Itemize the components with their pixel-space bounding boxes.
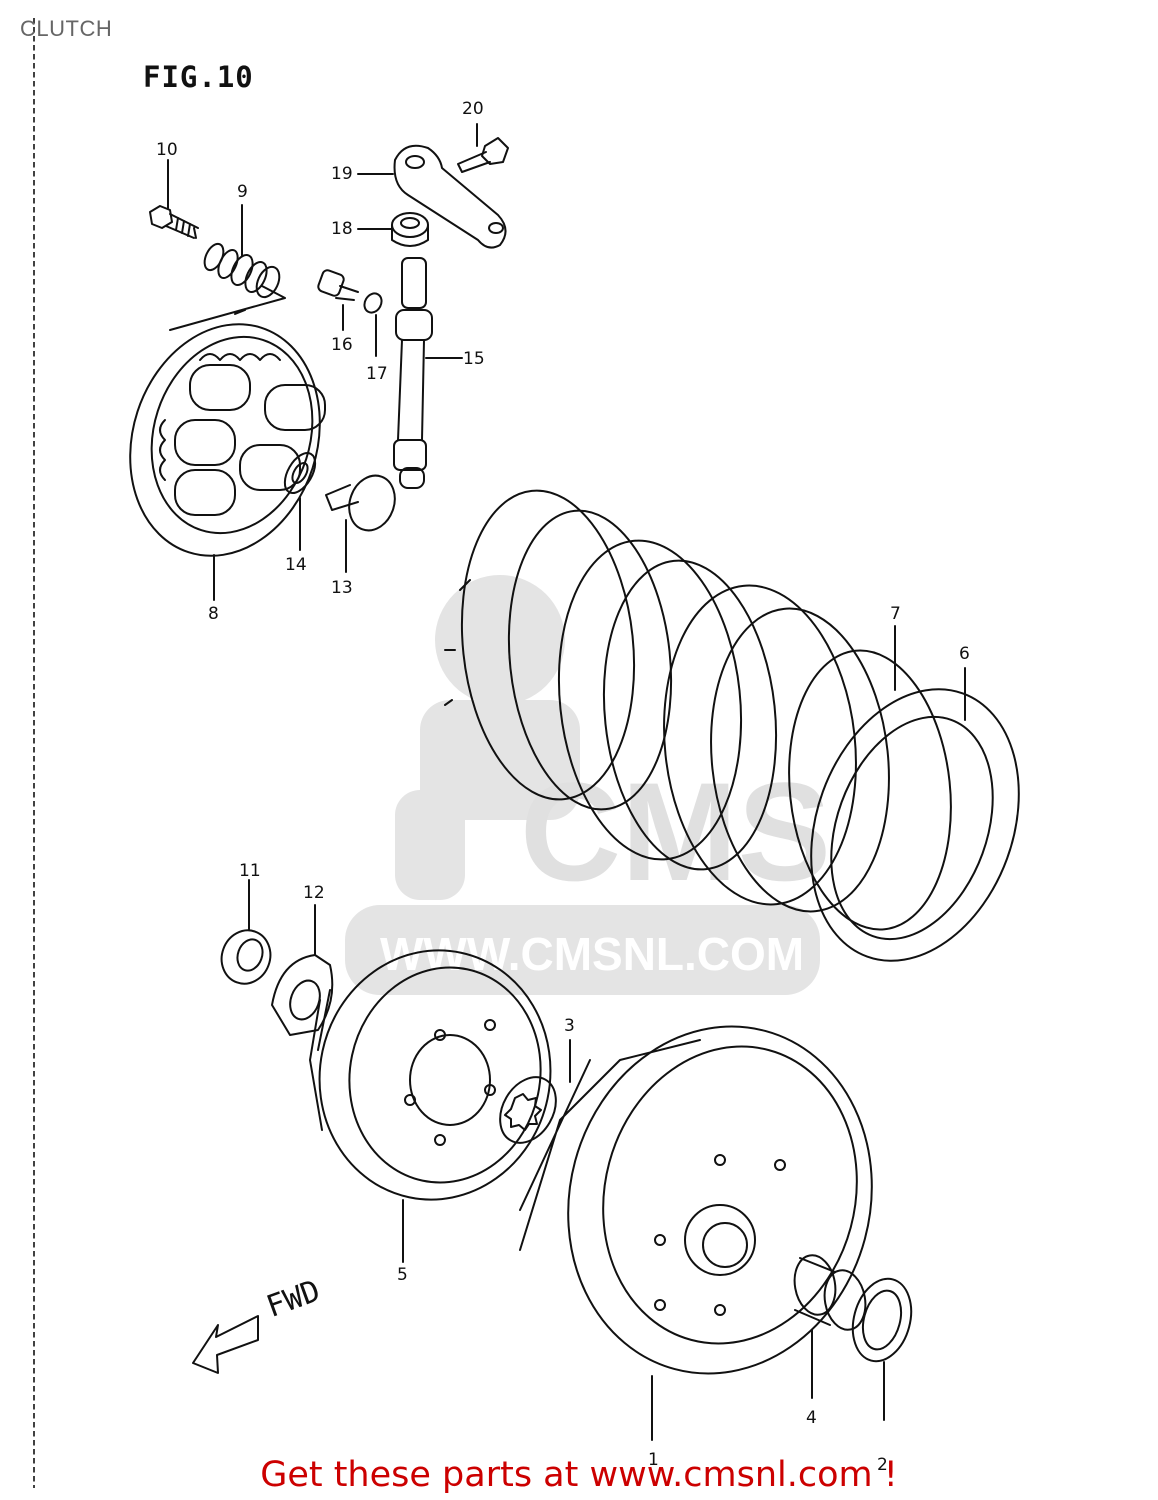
callout-4: 4 (806, 1408, 817, 1428)
part-12-lock-washer (271, 904, 334, 1036)
part-4-needle-bearing (793, 1254, 867, 1399)
watermark-logo: CMS WWW.CMSNL.COM (345, 575, 831, 995)
callout-13: 13 (331, 578, 353, 598)
part-14-bearing (283, 452, 317, 551)
page-title: CLUTCH (20, 16, 113, 41)
callout-9: 9 (237, 182, 248, 202)
fwd-arrow-icon (192, 1315, 259, 1374)
callout-19: 19 (331, 164, 353, 184)
part-10-bolt (149, 159, 199, 239)
callout-2: 2 (877, 1455, 888, 1475)
parts-link-cta[interactable]: Get these parts at www.cmsnl.com ! (260, 1455, 898, 1495)
svg-text:CMS: CMS (520, 753, 831, 910)
part-16-screw (317, 269, 359, 331)
part-clutch-plate-stack (444, 489, 952, 931)
callout-6: 6 (959, 644, 970, 664)
callout-12: 12 (303, 883, 325, 903)
callout-11: 11 (239, 861, 261, 881)
part-19-lever (357, 144, 507, 249)
callout-1: 1 (648, 1450, 659, 1470)
part-15-release-shaft (393, 257, 463, 489)
part-5-clutch-hub (309, 949, 552, 1263)
part-18-oil-seal (357, 212, 429, 247)
part-1-clutch-housing (519, 1025, 873, 1441)
part-11-nut (220, 879, 272, 985)
part-20-bolt (457, 123, 509, 173)
part-6-friction-plate (810, 667, 1020, 962)
part-13-push-piece (325, 474, 396, 573)
page-border-line (33, 18, 35, 1488)
callout-5: 5 (397, 1265, 408, 1285)
callout-3: 3 (564, 1016, 575, 1036)
callout-8: 8 (208, 604, 219, 624)
callout-14: 14 (285, 555, 307, 575)
figure-number: FIG.10 (143, 60, 254, 94)
part-17-washer (363, 292, 383, 357)
part-2-thrust-washer (851, 1277, 913, 1421)
svg-text:WWW.CMSNL.COM: WWW.CMSNL.COM (380, 928, 804, 980)
callout-15: 15 (463, 349, 485, 369)
part-9-spring (169, 204, 286, 331)
callout-7: 7 (890, 604, 901, 624)
part-3-washer (499, 1039, 571, 1144)
callout-10: 10 (156, 140, 178, 160)
callout-20: 20 (462, 99, 484, 119)
part-8-pressure-plate (129, 323, 326, 601)
callout-17: 17 (366, 364, 388, 384)
callout-16: 16 (331, 335, 353, 355)
callout-18: 18 (331, 219, 353, 239)
